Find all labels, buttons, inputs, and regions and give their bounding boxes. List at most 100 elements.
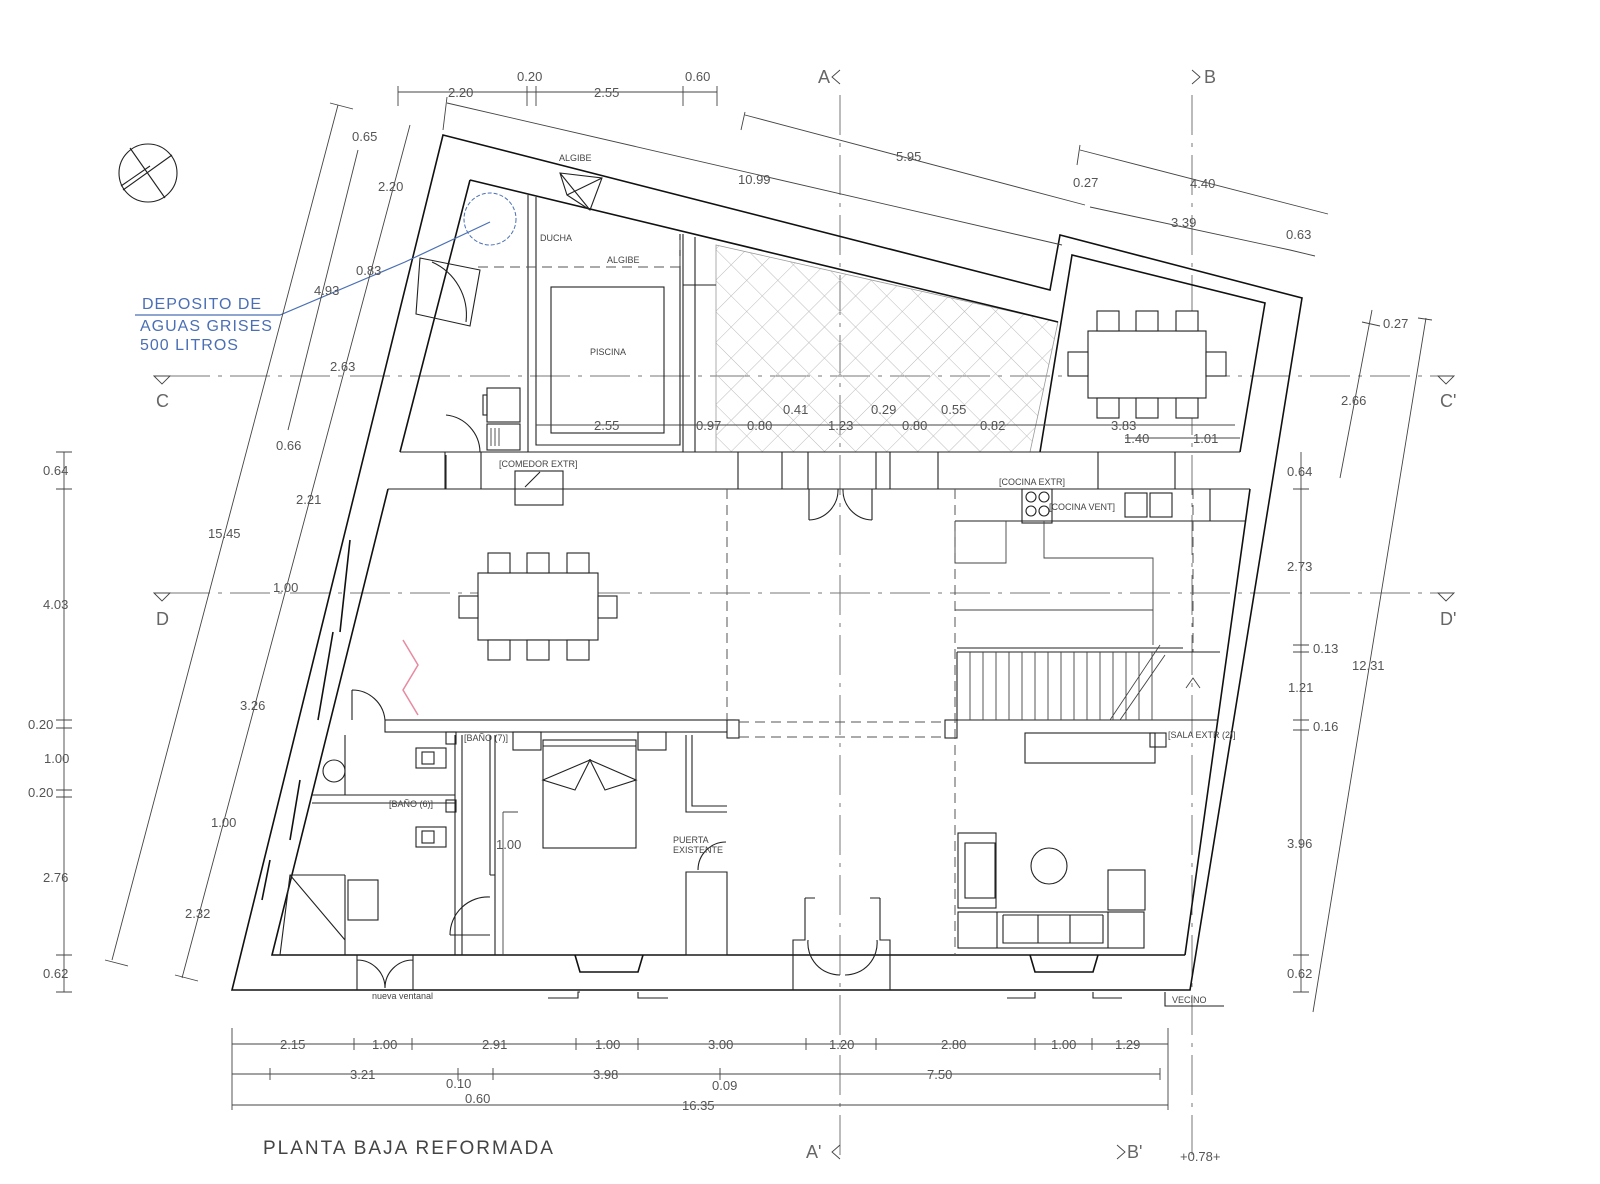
- section-axes: [170, 95, 1450, 1160]
- dim-label: 0.97: [696, 418, 721, 433]
- dim-label: 2.55: [594, 85, 619, 100]
- dim-label: 1.21: [1288, 680, 1313, 695]
- label-comedor-extr: [COMEDOR EXTR]: [499, 459, 578, 469]
- dim-label: 4.40: [1190, 176, 1215, 191]
- dim-label: 1.40: [1124, 431, 1149, 446]
- dim-label: 2.55: [594, 418, 619, 433]
- dim-label: 0.66: [276, 438, 301, 453]
- dim-label: 0.09: [712, 1078, 737, 1093]
- pool: [550, 286, 665, 434]
- section-label-c-prime: C': [1440, 391, 1456, 411]
- dimension-lines: [56, 86, 1433, 1110]
- dim-label: 7.50: [927, 1067, 952, 1082]
- dim-label: 12.31: [1352, 658, 1385, 673]
- dining-table-interior: [458, 552, 618, 661]
- dim-label: 4.03: [43, 597, 68, 612]
- dim-label: 3.96: [1287, 836, 1312, 851]
- doors: [261, 257, 1122, 999]
- dim-label: 2.66: [1341, 393, 1366, 408]
- dim-label: 0.20: [28, 785, 53, 800]
- section-label-a-prime: A': [806, 1142, 821, 1162]
- exterior-walls: [230, 134, 1303, 991]
- dim-label: 10.99: [738, 172, 771, 187]
- dim-label: 3.26: [240, 698, 265, 713]
- dim-label: 1.00: [1051, 1037, 1076, 1052]
- staircase: [956, 644, 1220, 721]
- label-cocina-vent: [COCINA VENT]: [1049, 502, 1115, 512]
- dim-label: 15.45: [208, 526, 241, 541]
- kitchen: [954, 488, 1245, 652]
- dim-label: 0.60: [685, 69, 710, 84]
- label-ducha: DUCHA: [540, 233, 572, 243]
- section-label-b-prime: B': [1127, 1142, 1142, 1162]
- section-label-d: D: [156, 609, 169, 629]
- label-algibe: ALGIBE: [607, 255, 640, 265]
- dim-label: 1.20: [829, 1037, 854, 1052]
- label-nueva-ventanal: nueva ventanal: [372, 991, 433, 1001]
- dim-label: 1.29: [1115, 1037, 1140, 1052]
- dim-label: 0.16: [1313, 719, 1338, 734]
- dim-label: 3.98: [593, 1067, 618, 1082]
- interior-walls: [312, 195, 1218, 956]
- label-bano-6: [BAÑO (6)]: [389, 799, 433, 809]
- dim-label: 0.80: [747, 418, 772, 433]
- dim-label: 1.00: [595, 1037, 620, 1052]
- bedroom-furniture: [502, 731, 667, 955]
- dim-label: 0.20: [28, 717, 53, 732]
- dim-label: 16.35: [682, 1098, 715, 1113]
- dining-table-terrace: [1067, 310, 1227, 419]
- section-label-d-prime: D': [1440, 609, 1456, 629]
- dim-label: 0.29: [871, 402, 896, 417]
- dim-label: 0.27: [1073, 175, 1098, 190]
- dim-label: 0.65: [352, 129, 377, 144]
- dim-label: 3.39: [1171, 215, 1196, 230]
- bathroom-fixtures: [279, 731, 457, 956]
- dim-label: 3.00: [708, 1037, 733, 1052]
- dim-label: 2.80: [941, 1037, 966, 1052]
- north-arrow-icon: [118, 143, 178, 203]
- dim-label: 0.20: [517, 69, 542, 84]
- dim-label: 2.20: [378, 179, 403, 194]
- annotation-line-1: DEPOSITO DE: [142, 296, 262, 313]
- dim-label: 2.15: [280, 1037, 305, 1052]
- dim-label: 0.82: [980, 418, 1005, 433]
- annotation-leader: [135, 221, 491, 316]
- label-sala-extr: [SALA EXTR (2)]: [1168, 730, 1236, 740]
- dim-label: 0.80: [902, 418, 927, 433]
- dim-label: 2.32: [185, 906, 210, 921]
- section-marker-icons: [152, 69, 1456, 1160]
- section-label-c: C: [156, 391, 169, 411]
- dim-label: 2.76: [43, 870, 68, 885]
- dim-label: 0.64: [1287, 464, 1312, 479]
- dim-label: 3.21: [350, 1067, 375, 1082]
- label-piscina: PISCINA: [590, 347, 626, 357]
- label-vecino: VECINO: [1172, 995, 1207, 1005]
- dim-label: 1.00: [496, 837, 521, 852]
- annotation-line-2: AGUAS GRISES: [140, 318, 273, 335]
- dim-label: 1.00: [273, 580, 298, 595]
- dim-label: 0.60: [465, 1091, 490, 1106]
- label-algibe-top: ALGIBE: [559, 153, 592, 163]
- dim-label: 2.63: [330, 359, 355, 374]
- section-label-b: B: [1204, 67, 1216, 87]
- dim-label: 3.83: [1111, 418, 1136, 433]
- laundry-appliances: [482, 387, 564, 506]
- dim-label: 0.13: [1313, 641, 1338, 656]
- plan-title: PLANTA BAJA REFORMADA: [263, 1138, 555, 1159]
- dim-label: 1.00: [211, 815, 236, 830]
- dim-label: 0.63: [1286, 227, 1311, 242]
- water-tank-icon: [463, 192, 517, 246]
- dim-label: 0.62: [43, 966, 68, 981]
- level-mark: +0.78+: [1180, 1149, 1221, 1164]
- living-furniture: [957, 732, 1224, 1007]
- annotation-line-3: 500 LITROS: [140, 337, 239, 354]
- dim-label: 2.20: [448, 85, 473, 100]
- dim-label: 5.95: [896, 149, 921, 164]
- dim-label: 1.00: [372, 1037, 397, 1052]
- label-bano-7: [BAÑO (7)]: [464, 733, 508, 743]
- dim-label: 0.55: [941, 402, 966, 417]
- dim-label: 0.27: [1383, 316, 1408, 331]
- dim-label: 4.93: [314, 283, 339, 298]
- algibe-hatch: [559, 172, 603, 211]
- label-existente: EXISTENTE: [673, 845, 723, 855]
